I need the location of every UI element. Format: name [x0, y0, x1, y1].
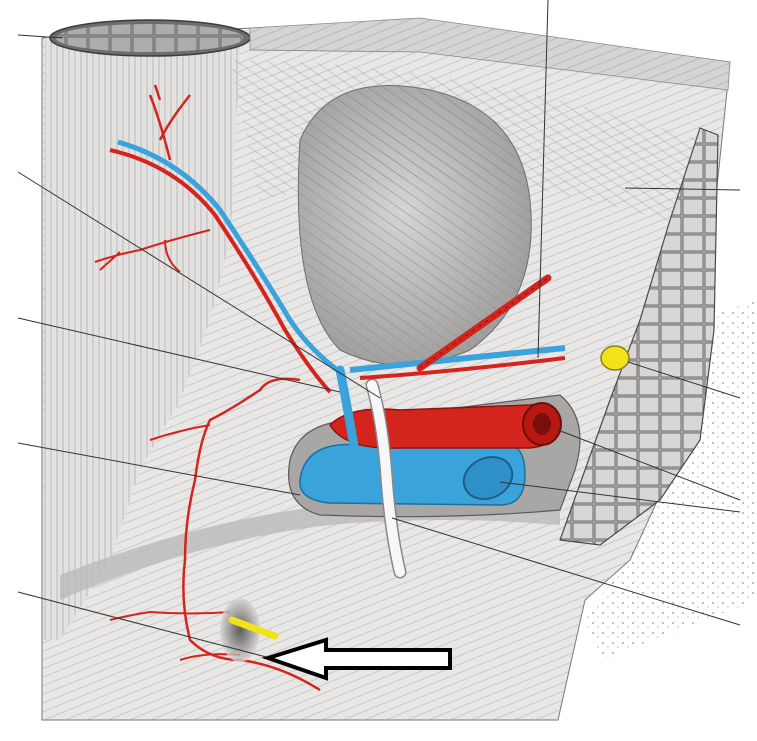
epigastric-branch-left	[94, 229, 211, 273]
pointer-arrow	[261, 637, 452, 681]
leader-line-1	[17, 34, 63, 39]
circumflex-vein	[349, 345, 566, 373]
leader-lines	[17, 0, 741, 659]
leader-line-5	[17, 591, 271, 659]
circumflex-artery	[359, 356, 566, 380]
leader-line-10	[499, 481, 741, 513]
cut-muscle-right	[559, 127, 719, 546]
leader-line-2	[17, 171, 381, 399]
femoral-vein-cut-end	[462, 456, 514, 500]
leader-line-4	[17, 442, 301, 496]
leader-line-7	[624, 187, 741, 191]
superficial-ring	[220, 598, 260, 662]
descending-vein	[335, 365, 361, 463]
epigastric-artery	[109, 148, 332, 394]
yellow-node	[600, 345, 630, 371]
leader-line-3	[17, 317, 341, 393]
leader-line-9	[557, 429, 741, 501]
leader-line-6	[537, 0, 549, 359]
epigastric-vein	[117, 139, 342, 375]
leader-line-8	[627, 361, 741, 399]
leader-line-11	[391, 517, 741, 626]
yellow-nerve-lower	[228, 616, 279, 640]
upper-arc-fibers	[230, 60, 700, 230]
epigastric-branch-top	[148, 84, 191, 161]
